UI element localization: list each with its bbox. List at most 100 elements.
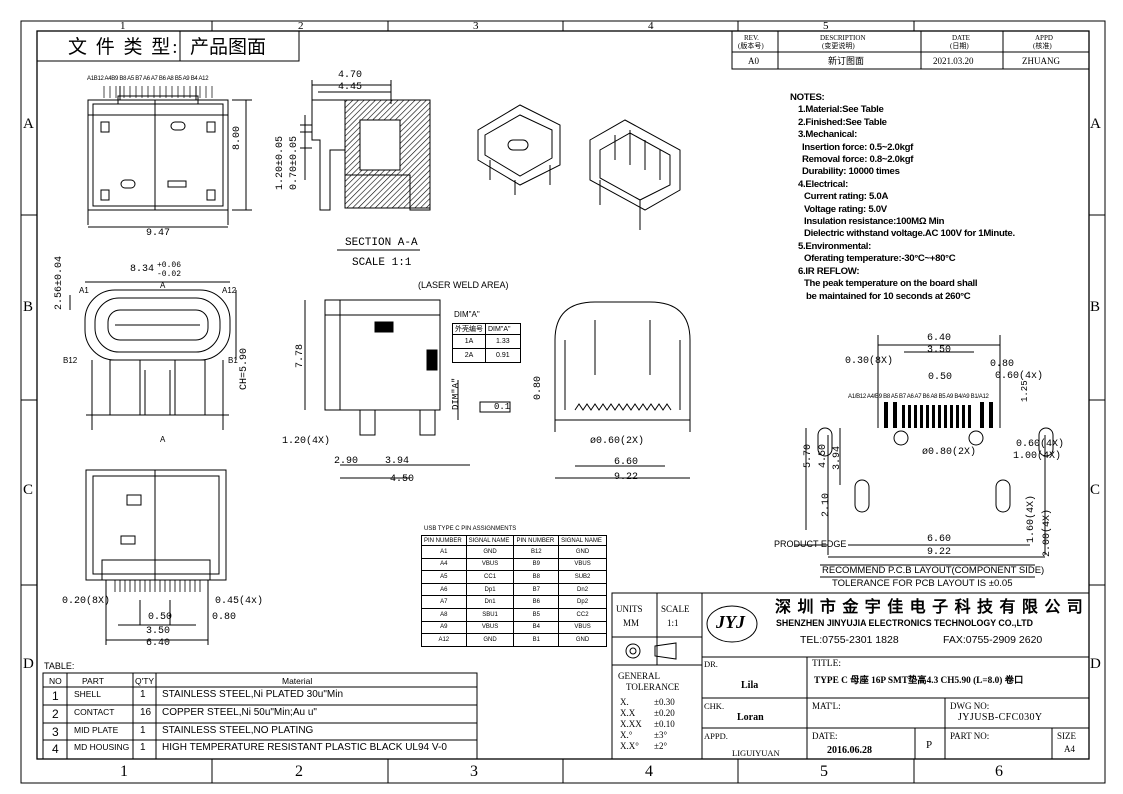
material-cell: 16	[140, 707, 152, 718]
zone-bcol-3: 3	[470, 763, 478, 780]
laser-label: (LASER WELD AREA)	[418, 280, 509, 290]
pin-table: PIN NUMBER SIGNAL NAME PIN NUMBER SIGNAL…	[421, 535, 607, 647]
zone-col-1: 1	[120, 20, 126, 32]
bottom-d045: 0.45(4x)	[215, 596, 264, 607]
pin-cell: Dp2	[558, 595, 607, 609]
material-cell: HIGH TEMPERATURE RESISTANT PLASTIC BLACK…	[162, 742, 447, 753]
zone-col-2: 2	[298, 20, 304, 32]
material-cell: COPPER STEEL,Ni 50u"Min;Au u"	[162, 707, 317, 718]
pcb-d350: 3.50	[927, 345, 952, 356]
scale-value: 1:1	[667, 618, 679, 628]
pin-cell: GND	[558, 545, 607, 559]
note-line: Removal force: 0.8~2.0kgf	[802, 154, 914, 166]
section-d2: 4.45	[338, 82, 363, 93]
rev-header: REV.	[744, 34, 759, 42]
chk-label: CHK.	[704, 701, 725, 711]
note-line: Oferating temperature:-30°C~+80°C	[804, 253, 956, 265]
note-line: Dielectric withstand voltage.AC 100V for…	[804, 228, 1015, 240]
pcb-d060b: 0.60(4X)	[1016, 439, 1065, 450]
pcb-edge-label: PRODUCT EDGE	[774, 539, 847, 549]
dwg-label: DWG NO:	[950, 701, 990, 711]
dim-cell: 2A	[452, 348, 486, 363]
page-p: P	[926, 739, 933, 751]
date-label: DATE:	[812, 731, 838, 741]
pin-cell: SUB2	[558, 570, 607, 584]
size-value: A4	[1064, 744, 1075, 754]
desc-header-cn: (变更说明)	[822, 42, 855, 50]
pcb-d200: 2.00(4X)	[1042, 508, 1053, 557]
doc-type-value: 产品图面	[190, 37, 267, 58]
dim-cell: 0.91	[485, 348, 521, 363]
material-cell: 3	[52, 725, 59, 739]
note-line: 4.Electrical:	[798, 178, 848, 190]
dim-cell: 1.33	[485, 334, 521, 349]
note-line: 6.IR REFLOW:	[798, 265, 860, 277]
zone-bcol-1: 1	[120, 763, 128, 780]
company-name-en: SHENZHEN JINYUJIA ELECTRONICS TECHNOLOGY…	[776, 618, 1033, 628]
zone-col-4: 4	[648, 20, 654, 32]
zone-col-5: 5	[823, 20, 829, 32]
pin-cell: A8	[421, 607, 467, 622]
section-d3: 1.20±0.05	[275, 135, 286, 190]
pin-table-title: USB TYPE C PIN ASSIGNMENTS	[424, 526, 517, 532]
dr-value: Lila	[741, 680, 759, 691]
dim-cell: 1A	[452, 334, 486, 349]
note-line: The peak temperature on the board shall	[804, 278, 978, 290]
pcb-d030: 0.30(8X)	[845, 356, 894, 367]
front-a-top: A	[160, 281, 166, 290]
appd-value: LIGUIYUAN	[732, 748, 780, 758]
pin-th: PIN NUMBER	[421, 535, 467, 546]
tolerance-value: ±2°	[654, 741, 668, 751]
tolerance-value: ±0.30	[654, 697, 675, 707]
bottom-d080: 0.80	[212, 612, 237, 623]
size-label: SIZE	[1057, 731, 1076, 741]
pin-cell: B1	[513, 633, 560, 647]
pin-cell: GND	[558, 633, 607, 647]
rear-hole: ø0.60(2X)	[590, 436, 645, 447]
pcb-d050: 0.50	[928, 372, 953, 383]
company-tel: TEL:0755-2301 1828	[800, 634, 899, 646]
side-flat: 0.1	[494, 402, 511, 412]
tolerance-row: X.X±0.20	[620, 708, 675, 719]
appd-header-cn: (核准)	[1033, 42, 1052, 50]
pin-cell: A9	[421, 620, 467, 635]
pcb-d922: 9.22	[927, 547, 952, 558]
front-ch: CH=5.90	[239, 347, 250, 390]
zone-row-d: D	[23, 656, 34, 672]
material-cell: 1	[140, 742, 146, 753]
top-view-height: 8.00	[232, 125, 243, 150]
pcb-hole: ø0.80(2X)	[922, 447, 977, 458]
side-d450: 4.50	[390, 474, 415, 485]
side-d120: 1.20(4X)	[282, 436, 331, 447]
dim-th: 外壳编号	[452, 323, 486, 335]
zone-row-a: A	[23, 116, 34, 132]
rev-header-cn: (版本号)	[738, 42, 764, 50]
pcb-tolerance: TOLERANCE FOR PCB LAYOUT IS ±0.05	[832, 578, 1013, 589]
pcb-d060: 0.60(4x)	[995, 371, 1044, 382]
zone-row-a-right: A	[1090, 116, 1101, 132]
bottom-d350: 3.50	[146, 626, 171, 637]
material-cell: MID PLATE	[74, 725, 119, 735]
material-cell: 1	[140, 689, 146, 700]
scale-label: SCALE	[661, 604, 690, 614]
front-a12: A12	[222, 286, 237, 295]
note-line: 2.Finished:See Table	[798, 116, 887, 128]
title-value: TYPE C 母座 16P SMT垫高4.3 CH5.90 (L=8.0) 卷口	[814, 676, 1024, 686]
material-cell: MD HOUSING	[74, 742, 130, 752]
mat-th-qty: Q'TY	[135, 676, 155, 686]
units-value: MM	[623, 618, 640, 628]
pin-cell: CC1	[465, 570, 515, 584]
pin-cell: B6	[513, 595, 560, 609]
pcb-d100: 1.00(4X)	[1013, 451, 1062, 462]
front-tol-dn: -0.02	[157, 270, 182, 279]
notes-title: NOTES:	[790, 92, 825, 103]
tolerance-row: X.XX±0.10	[620, 719, 675, 730]
front-dim: 2.56±0.04	[54, 255, 65, 310]
material-cell: 2	[52, 707, 59, 721]
tolerance-row: X.°±3°	[620, 730, 675, 741]
